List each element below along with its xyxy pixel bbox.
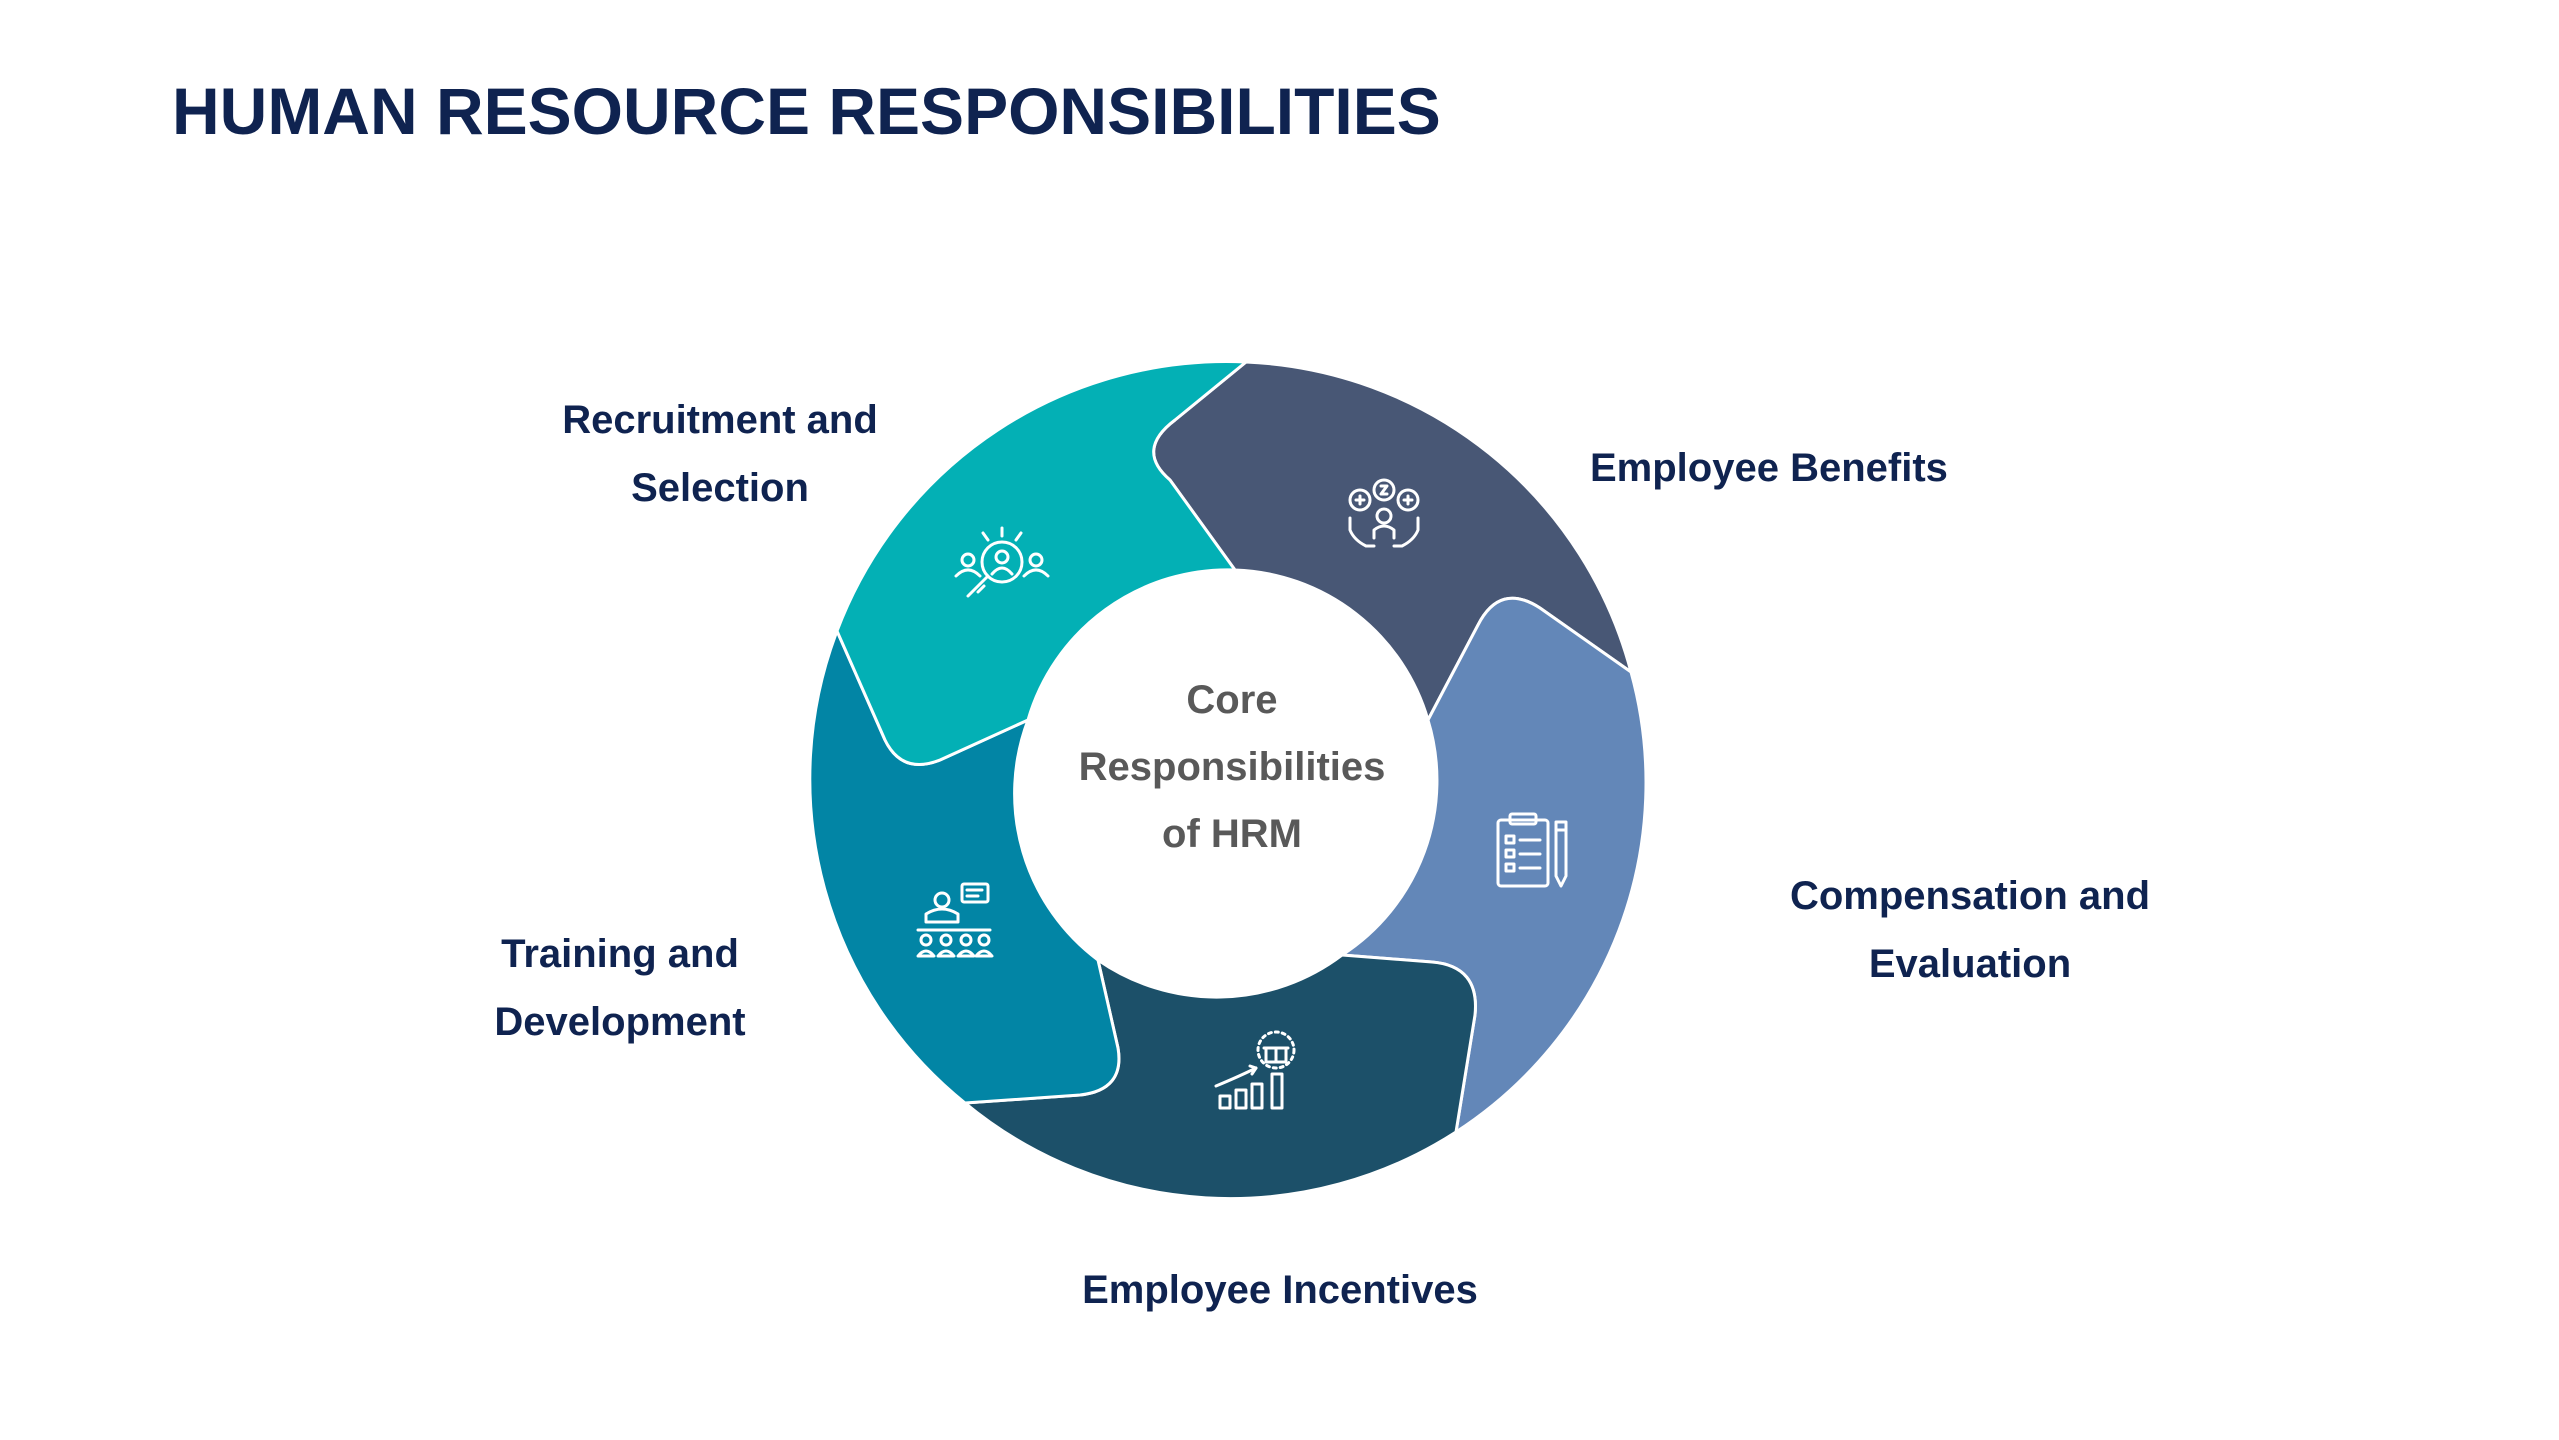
label-line: Evaluation <box>1868 942 2072 986</box>
label-line: Training and <box>501 932 739 976</box>
center-label-line: Responsibilities <box>1078 745 1386 789</box>
label-line: Compensation and <box>1789 874 2151 918</box>
center-label: Core Responsibilities of HRM <box>1032 667 1432 868</box>
page-title: HUMAN RESOURCE RESPONSIBILITIES <box>172 74 1441 148</box>
label-employee-incentives: Employee Incentives <box>1040 1256 1520 1324</box>
trainer-audience-icon <box>916 882 994 958</box>
label-employee-benefits: Employee Benefits <box>1590 434 1948 502</box>
label-training-and-development: Training and Development <box>440 920 800 1056</box>
cycle-segments <box>808 360 1648 1201</box>
gift-growth-chart-icon <box>1214 1030 1296 1110</box>
center-label-line: Core <box>1186 678 1278 722</box>
label-line: Recruitment and <box>562 398 878 442</box>
label-line: Selection <box>631 466 809 510</box>
label-line: Employee Benefits <box>1590 446 1948 490</box>
label-line: Employee Incentives <box>1082 1268 1478 1312</box>
clipboard-checklist-icon <box>1496 812 1568 888</box>
employee-benefits-icon <box>1348 478 1420 548</box>
recruitment-search-icon <box>954 526 1050 598</box>
center-label-line: of HRM <box>1162 812 1302 856</box>
center-circle <box>1021 572 1433 984</box>
label-line: Development <box>494 1000 746 1044</box>
label-compensation-and-evaluation: Compensation and Evaluation <box>1740 862 2200 998</box>
label-recruitment-and-selection: Recruitment and Selection <box>520 386 920 522</box>
